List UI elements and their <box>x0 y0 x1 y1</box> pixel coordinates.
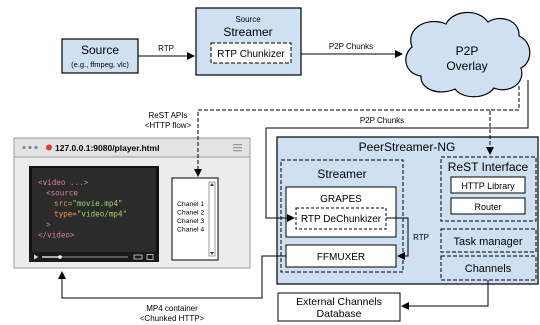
code-line: > <box>46 220 51 229</box>
channel-item[interactable]: Chanel 2 <box>177 210 204 217</box>
edges <box>58 50 529 310</box>
source-streamer-node: Source Streamer RTP Chunkizer <box>195 7 302 76</box>
edge-rest-to-browser <box>194 109 490 177</box>
code-line: </video> <box>38 231 75 240</box>
browser-url[interactable]: 127.0.0.1:9080/player.html <box>55 143 159 153</box>
channel-item[interactable]: Chanel 1 <box>177 201 204 208</box>
scroll-down-icon[interactable] <box>210 252 214 255</box>
window-dot-icon <box>34 145 38 150</box>
external-channels-database: External Channels Database <box>277 292 401 322</box>
code-line: type="video/mp4" <box>54 210 127 219</box>
channel-item[interactable]: Chanel 4 <box>177 227 204 234</box>
streamer-module: Streamer GRAPES RTP DeChunkizer FFMUXER <box>280 159 404 273</box>
code-line: <source <box>46 189 78 198</box>
source-streamer-title: Streamer <box>223 25 272 39</box>
edge-label-chunked-http: <Chunked HTTP> <box>140 314 205 323</box>
edge-overlay-to-rest <box>486 86 520 155</box>
window-dot-icon <box>28 145 32 150</box>
fullscreen-icon[interactable] <box>146 254 154 260</box>
rtp-dechunkizer-label: RTP DeChunkizer <box>301 214 382 225</box>
code-line: src="movie.mp4" <box>54 199 123 208</box>
edge-label-rest-apis: ReST APIs <box>149 111 188 120</box>
edge-label-mp4-container: MP4 container <box>146 304 198 313</box>
scrollbar[interactable] <box>208 181 216 257</box>
edge-label-rtp: RTP <box>413 233 429 242</box>
edge-channels-to-database <box>401 280 489 310</box>
edge-label-p2p-chunks: P2P Chunks <box>360 116 404 125</box>
scroll-up-icon[interactable] <box>210 183 214 186</box>
source-streamer-caption: Source <box>235 15 261 24</box>
overlay-line2: Overlay <box>446 59 487 73</box>
channels-label: Channels <box>465 263 512 275</box>
channel-item[interactable]: Chanel 3 <box>177 218 204 225</box>
http-library-label: HTTP Library <box>461 181 515 191</box>
edge-label-http-flow: <HTTP flow> <box>145 121 192 130</box>
edge-ffmuxer-to-browser <box>58 255 286 299</box>
edge-dechunkizer-to-ffmuxer <box>386 217 409 260</box>
source-subtitle: (e.g., ffmpeg, vlc) <box>71 60 129 69</box>
seek-bar[interactable] <box>42 256 128 258</box>
edge-overlay-to-dechunkizer <box>265 80 529 222</box>
database-line2: Database <box>317 308 362 320</box>
database-line1: External Channels <box>296 296 382 308</box>
overlay-line1: P2P <box>456 44 479 58</box>
play-icon[interactable] <box>34 254 39 260</box>
browser-window: 127.0.0.1:9080/player.html <video ...> <s… <box>13 137 251 269</box>
menu-icon[interactable] <box>233 144 242 152</box>
window-dot-icon <box>22 145 26 150</box>
peerstreamer-title: PeerStreamer-NG <box>359 140 456 154</box>
ffmuxer-label: FFMUXER <box>317 252 365 263</box>
code-line: <video ...> <box>38 178 89 187</box>
channels-module: Channels <box>440 255 537 281</box>
grapes-label: GRAPES <box>320 194 362 205</box>
record-dot-icon <box>46 144 52 151</box>
edge-label-rtp: RTP <box>158 44 174 53</box>
rest-title: ReST Interface <box>448 160 529 174</box>
source-title: Source <box>81 43 119 57</box>
router-label: Router <box>474 202 501 212</box>
task-manager-label: Task manager <box>453 236 522 248</box>
p2p-overlay-cloud: P2P Overlay <box>405 11 531 98</box>
streamer-title: Streamer <box>317 167 366 181</box>
edge-label-p2p-chunks: P2P Chunks <box>329 42 373 51</box>
peerstreamer-ng-node: PeerStreamer-NG Streamer GRAPES RTP DeCh… <box>276 136 539 285</box>
rtp-chunkizer-label: RTP Chunkizer <box>217 49 285 60</box>
volume-icon[interactable] <box>133 254 143 260</box>
source-node: Source (e.g., ffmpeg, vlc) <box>61 38 139 74</box>
task-manager-module: Task manager <box>440 228 537 253</box>
rest-interface-module: ReST Interface HTTP Library Router <box>440 156 537 222</box>
